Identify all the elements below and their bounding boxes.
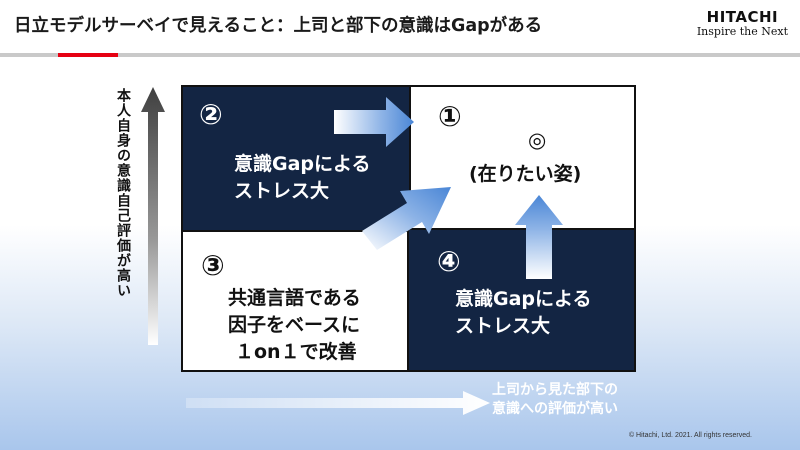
header-divider [0,53,800,57]
quadrant-3-number: ③ [201,249,225,282]
x-axis-label-line2: 意識への評価が高い [492,401,618,417]
logo-tagline: Inspire the Next [696,25,788,38]
logo-wordmark: HITACHI [706,8,779,26]
quadrant-4-number: ④ [437,245,461,278]
quadrant-3: ③ 共通言語である 因子をベースに １on１で改善 [181,230,409,372]
hitachi-logo: HITACHI Inspire the Next [697,8,788,38]
quadrant-1-number: ① [438,100,462,133]
quadrant-3-line1: 共通言語である [228,287,361,309]
quadrant-4-line2: ストレス大 [455,315,551,337]
y-axis-arrow [141,87,165,345]
quadrant-3-line2: 因子をベースに [228,314,361,336]
page-title: 日立モデルサーベイで見えること：上司と部下の意識はGapがある [14,16,543,36]
copyright-notice: © Hitachi, Ltd. 2021. All rights reserve… [628,432,752,439]
quadrant-2-line1: 意識Gapによる [234,153,371,175]
x-axis-label-line1: 上司から見た部下の [492,382,618,398]
quadrant-4-line1: 意識Gapによる [455,288,592,310]
quadrant-2-line2: ストレス大 [234,180,330,202]
x-axis-arrow [186,391,490,415]
y-axis-label: 本人自身の意識自己評価が高い [115,88,131,298]
quadrant-1-symbol: ◎ [528,128,547,152]
quadrant-2-number: ② [199,98,223,131]
x-axis-label: 上司から見た部下の 意識への評価が高い [492,381,618,419]
matrix-frame [181,85,636,372]
header-accent-bar [58,53,118,57]
quadrant-3-line3: １on１で改善 [235,341,357,363]
quadrant-1-text: (在りたい姿) [469,163,582,185]
